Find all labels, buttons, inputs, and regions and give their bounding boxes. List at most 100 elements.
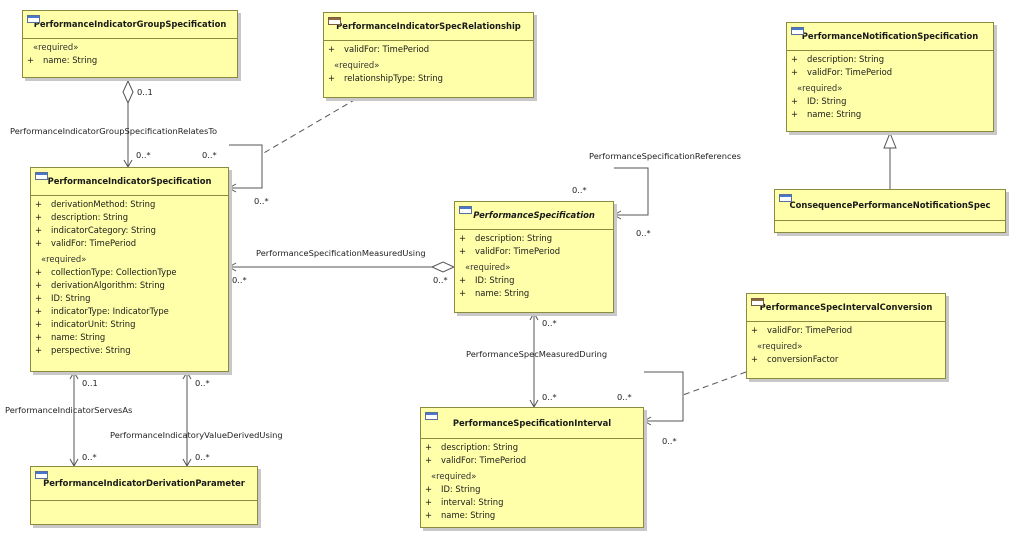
attribute[interactable]: +indicatorCategory: String (35, 224, 224, 237)
stereotype-label: «required» (33, 42, 79, 52)
multiplicity: 0..* (572, 185, 587, 195)
attribute[interactable]: +conversionFactor (751, 353, 941, 366)
attribute-text: validFor: TimePeriod (767, 325, 853, 335)
attribute[interactable]: +name: String (35, 331, 224, 344)
visibility-marker: + (328, 44, 336, 54)
visibility-marker: + (328, 73, 336, 83)
attribute-text: name: String (43, 55, 98, 65)
aggregation-diamond (430, 261, 456, 273)
visibility-marker: + (35, 319, 43, 329)
generalization-triangle (883, 131, 897, 149)
class-performance-spec-interval-conversion[interactable]: PerformanceSpecIntervalConversion +valid… (746, 293, 946, 379)
association-class-icon (328, 17, 341, 25)
arrowhead (529, 311, 539, 321)
visibility-marker: + (425, 510, 433, 520)
assoc-pis-self-line (229, 144, 263, 189)
attribute[interactable]: + name: String (27, 54, 233, 67)
class-header: PerformanceNotificationSpecification (787, 23, 993, 51)
arrowhead (69, 370, 79, 380)
class-performance-indicator-group-specification[interactable]: PerformanceIndicatorGroupSpecification «… (22, 10, 238, 78)
attribute[interactable]: +ID: String (425, 483, 639, 496)
attribute-compartment: + validFor: TimePeriod «required» +conversi… (747, 322, 945, 369)
label-serves-as: PerformanceIndicatorServesAs (5, 405, 133, 415)
stereotype-label: «required» (757, 341, 803, 351)
visibility-marker: + (459, 288, 467, 298)
visibility-marker: + (459, 275, 467, 285)
visibility-marker: + (751, 354, 759, 364)
arrowhead (227, 262, 237, 272)
attribute-text: ID: String (475, 275, 515, 285)
attribute[interactable]: +derivationMethod: String (35, 198, 224, 211)
attribute[interactable]: +indicatorUnit: String (35, 318, 224, 331)
attribute[interactable]: + ID: String (459, 274, 609, 287)
multiplicity: 0..* (542, 318, 557, 328)
class-performance-notification-specification[interactable]: PerformanceNotificationSpecification +de… (786, 22, 994, 132)
attribute[interactable]: +ID: String (35, 292, 224, 305)
attribute-text: validFor: TimePeriod (51, 238, 137, 248)
attribute[interactable]: +name: String (791, 108, 989, 121)
label-spec-references: PerformanceSpecificationReferences (589, 151, 741, 161)
attribute-text: validFor: TimePeriod (441, 455, 527, 465)
attribute[interactable]: +validFor: TimePeriod (35, 237, 224, 250)
attribute-text: validFor: TimePeriod (344, 44, 430, 54)
visibility-marker: + (751, 325, 759, 335)
label-measured-during: PerformanceSpecMeasuredDuring (466, 349, 608, 359)
multiplicity: 0..* (195, 452, 210, 462)
attribute[interactable]: +description: String (459, 232, 609, 245)
attribute[interactable]: +ID: String (791, 95, 989, 108)
attribute-text: validFor: TimePeriod (807, 67, 893, 77)
multiplicity: 0..1 (137, 87, 153, 97)
class-consequence-performance-notification-spec[interactable]: ConsequencePerformanceNotificationSpec (774, 189, 1006, 233)
attribute[interactable]: +interval: String (425, 496, 639, 509)
class-icon (779, 194, 792, 202)
attribute[interactable]: +description: String (425, 441, 639, 454)
class-performance-indicator-derivation-parameter[interactable]: PerformanceIndicatorDerivationParameter (30, 466, 258, 525)
attribute-text: perspective: String (51, 345, 131, 355)
stereotype-label: «required» (334, 60, 380, 70)
attribute[interactable]: + validFor: TimePeriod (425, 454, 639, 467)
association-class-icon (751, 298, 764, 306)
class-header: PerformanceSpecificationInterval (421, 408, 643, 439)
class-header: PerformanceIndicatorDerivationParameter (31, 467, 257, 501)
attribute-compartment: +description: String+validFor: TimePerio… (421, 439, 643, 525)
attribute-text: name: String (441, 510, 496, 520)
arrowhead (612, 210, 622, 220)
class-performance-indicator-spec-relationship[interactable]: PerformanceIndicatorSpecRelationship +va… (323, 12, 534, 98)
visibility-marker: + (425, 455, 433, 465)
association-class-link (682, 371, 747, 396)
attribute[interactable]: +description: String (791, 53, 989, 66)
arrowhead (642, 416, 652, 426)
visibility-marker: + (27, 55, 35, 65)
attribute[interactable]: +relationshipType: String (328, 72, 529, 85)
attribute-text: description: String (441, 442, 519, 452)
attribute[interactable]: + validFor: TimePeriod (751, 324, 941, 337)
attribute[interactable]: +name: String (459, 287, 609, 300)
class-performance-specification[interactable]: PerformanceSpecification +description: S… (454, 201, 614, 313)
attribute[interactable]: +description: String (35, 211, 224, 224)
visibility-marker: + (425, 484, 433, 494)
multiplicity: 0..* (636, 228, 651, 238)
attribute[interactable]: +perspective: String (35, 344, 224, 357)
attribute-compartment: + validFor: TimePeriod «required» +relation… (324, 41, 533, 88)
attribute-text: collectionType: CollectionType (51, 267, 177, 277)
arrowhead (182, 370, 192, 380)
attribute[interactable]: +validFor: TimePeriod (459, 245, 609, 258)
class-performance-indicator-specification[interactable]: PerformanceIndicatorSpecification +deriv… (30, 167, 229, 372)
attribute[interactable]: +indicatorType: IndicatorType (35, 305, 224, 318)
visibility-marker: + (35, 306, 43, 316)
attribute[interactable]: +collectionType: CollectionType (35, 266, 224, 279)
label-measured-using: PerformanceSpecificationMeasuredUsing (256, 248, 426, 258)
attribute[interactable]: + validFor: TimePeriod (328, 43, 529, 56)
visibility-marker: + (459, 233, 467, 243)
class-performance-specification-interval[interactable]: PerformanceSpecificationInterval +descri… (420, 407, 644, 528)
attribute-text: interval: String (441, 497, 504, 507)
multiplicity: 0..* (202, 150, 217, 160)
attribute[interactable]: +validFor: TimePeriod (791, 66, 989, 79)
class-icon (425, 412, 438, 420)
attribute[interactable]: + name: String (425, 509, 639, 522)
attribute[interactable]: +derivationAlgorithm: String (35, 279, 224, 292)
attribute-compartment: +derivationMethod: String+description: S… (31, 196, 228, 360)
multiplicity: 0..* (617, 392, 632, 402)
multiplicity: 0..* (433, 275, 448, 285)
visibility-marker: + (791, 54, 799, 64)
